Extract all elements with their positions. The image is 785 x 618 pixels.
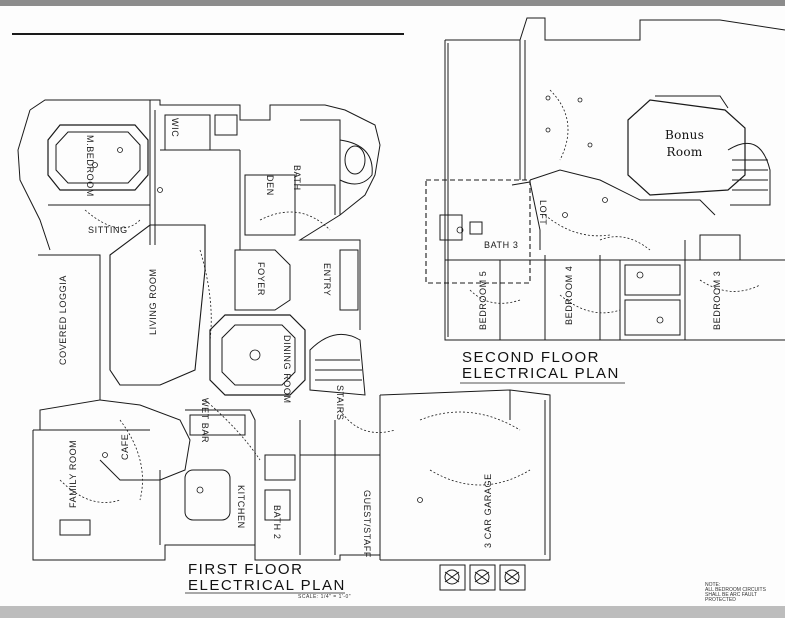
- note-line2: ALL BEDROOM CIRCUITS: [705, 587, 766, 593]
- wic-label: WIC: [170, 118, 180, 138]
- second-floor-title-line2: ELECTRICAL PLAN: [462, 365, 620, 382]
- covered-loggia-label: COVERED LOGGIA: [58, 275, 68, 365]
- kitchen-label: KITCHEN: [236, 485, 246, 529]
- bonus-room-label: Bonus Room: [665, 127, 704, 161]
- bath-3-dashed-box: [425, 179, 531, 284]
- note-line4: PROTECTED: [705, 597, 736, 603]
- loft-label: LOFT: [538, 200, 548, 226]
- bedroom-circuit-note: NOTE: ALL BEDROOM CIRCUITS SHALL BE ARC …: [705, 583, 766, 603]
- second-floor-title: SECOND FLOOR ELECTRICAL PLAN: [462, 350, 620, 382]
- foyer-walls: [234, 249, 291, 311]
- bottom-scan-border: [0, 606, 785, 618]
- family-room-label: FAMILY ROOM: [68, 439, 78, 508]
- bath-3-label: BATH 3: [484, 240, 519, 250]
- wet-bar-label: WET BAR: [200, 398, 210, 444]
- bonus-room-line1: Bonus: [665, 128, 705, 142]
- master-bedroom-ceiling: [47, 124, 149, 191]
- top-scan-border: [0, 0, 785, 6]
- garage-label: 3 CAR GARAGE: [483, 473, 493, 548]
- cafe-label: CAFE: [120, 433, 130, 460]
- bath-2-label: BATH 2: [272, 505, 282, 540]
- den-label: DEN: [265, 175, 275, 196]
- bonus-room-line2: Room: [666, 145, 703, 159]
- first-floor-plan: [17, 99, 551, 591]
- second-floor-title-line1: SECOND FLOOR: [462, 349, 601, 366]
- bath-label: BATH: [292, 165, 302, 191]
- bonus-room-outline: [627, 99, 746, 196]
- first-floor-stairs: [309, 333, 366, 396]
- guest-staff-label: GUEST/STAFF: [362, 490, 372, 558]
- note-line3: SHALL BE ARC FAULT: [705, 592, 757, 598]
- stairs-label: STAIRS: [335, 385, 345, 421]
- bedroom-5-label: BEDROOM 5: [478, 270, 488, 330]
- note-line1: NOTE:: [705, 582, 721, 588]
- dining-room-label: DINING ROOM: [282, 335, 292, 404]
- master-bedroom-label: M.BEDROOM: [85, 135, 95, 197]
- entry-label: ENTRY: [322, 263, 332, 297]
- foyer-label: FOYER: [256, 262, 266, 297]
- first-floor-title: FIRST FLOOR ELECTRICAL PLAN: [188, 562, 346, 594]
- first-floor-title-line1: FIRST FLOOR: [188, 561, 304, 578]
- second-floor-plan: [425, 17, 785, 341]
- first-floor-title-line2: ELECTRICAL PLAN: [188, 577, 346, 594]
- bedroom-4-label: BEDROOM 4: [564, 265, 574, 325]
- living-room-label: LIVING ROOM: [148, 268, 158, 335]
- bedroom-3-label: BEDROOM 3: [712, 270, 722, 330]
- sitting-label: SITTING: [88, 225, 128, 235]
- scale-note: SCALE: 1/4" = 1'-0": [298, 594, 352, 600]
- dining-room-ceiling: [209, 314, 306, 396]
